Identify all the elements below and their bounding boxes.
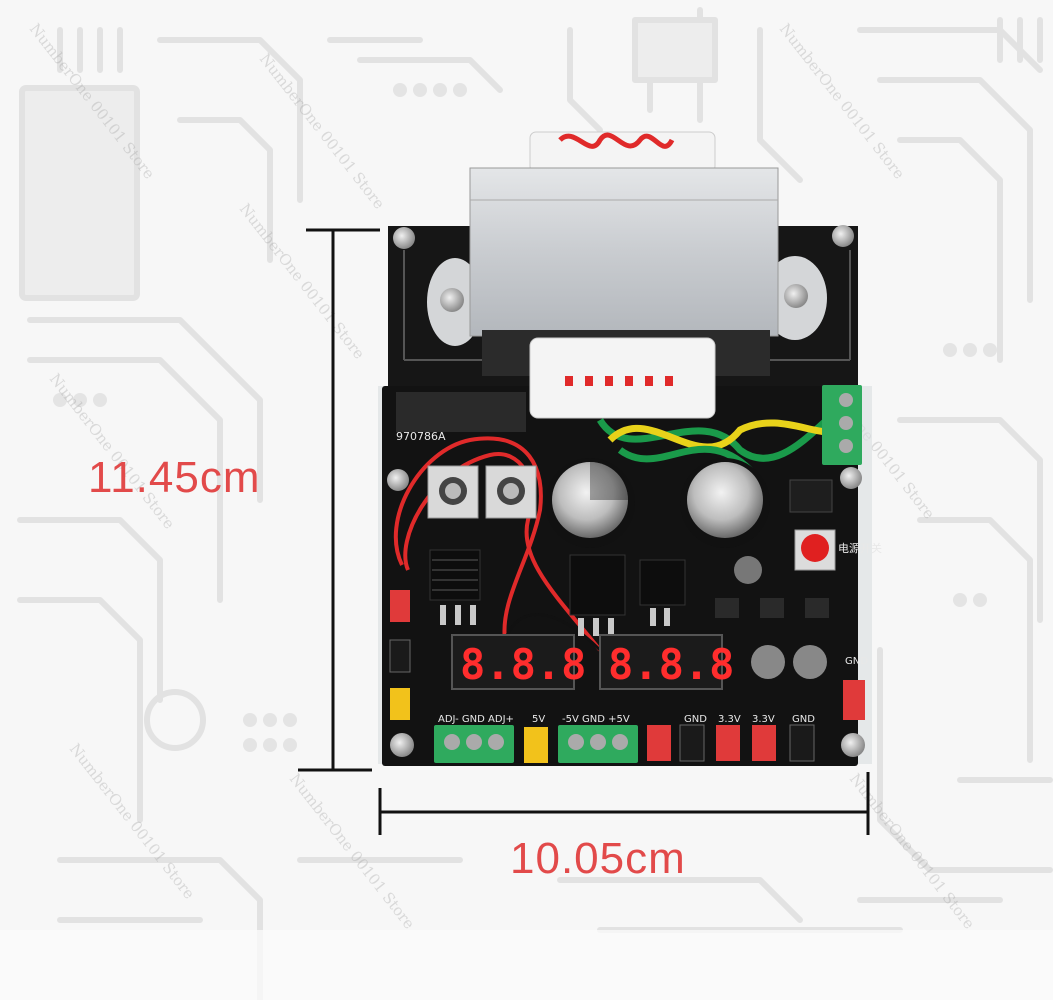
terminal-adj <box>434 725 514 763</box>
terminal-middle-label: -5V GND +5V <box>562 714 630 725</box>
power-switch <box>794 529 836 571</box>
potentiometer-right <box>485 465 537 519</box>
height-dimension-label: 11.45cm <box>88 453 261 502</box>
header-label-1: GND <box>684 714 707 725</box>
screw <box>390 733 414 757</box>
gnd-label: GND <box>845 656 868 667</box>
display-right-value: 8.8.8 <box>608 640 734 689</box>
potentiometer-left <box>427 465 479 519</box>
header-label-4: GND <box>792 714 815 725</box>
jumper-label: 5V <box>532 714 545 725</box>
transformer <box>469 131 779 419</box>
capacitor-large-right <box>680 458 770 548</box>
display-right: 8.8.8 <box>599 634 734 690</box>
capacitor-large-left <box>545 458 635 548</box>
terminal-dual <box>558 725 638 763</box>
display-left-value: 8.8.8 <box>460 640 586 689</box>
part-number: 970786A <box>396 430 446 443</box>
screw <box>840 467 862 489</box>
width-dimension-label: 10.05cm <box>510 834 686 883</box>
jumper-5v <box>524 727 548 763</box>
display-left: 8.8.8 <box>451 634 586 690</box>
power-switch-label: 电源开关 <box>838 541 882 555</box>
terminal-left-label: ADJ- GND ADJ+ <box>438 714 514 725</box>
header-label-3: 3.3V <box>752 714 775 725</box>
height-dimension-line <box>298 228 380 772</box>
screw <box>841 733 865 757</box>
screw <box>387 469 409 491</box>
screw <box>393 227 415 249</box>
screw <box>832 225 854 247</box>
width-dimension-line <box>378 772 870 835</box>
header-label-2: 3.3V <box>718 714 741 725</box>
